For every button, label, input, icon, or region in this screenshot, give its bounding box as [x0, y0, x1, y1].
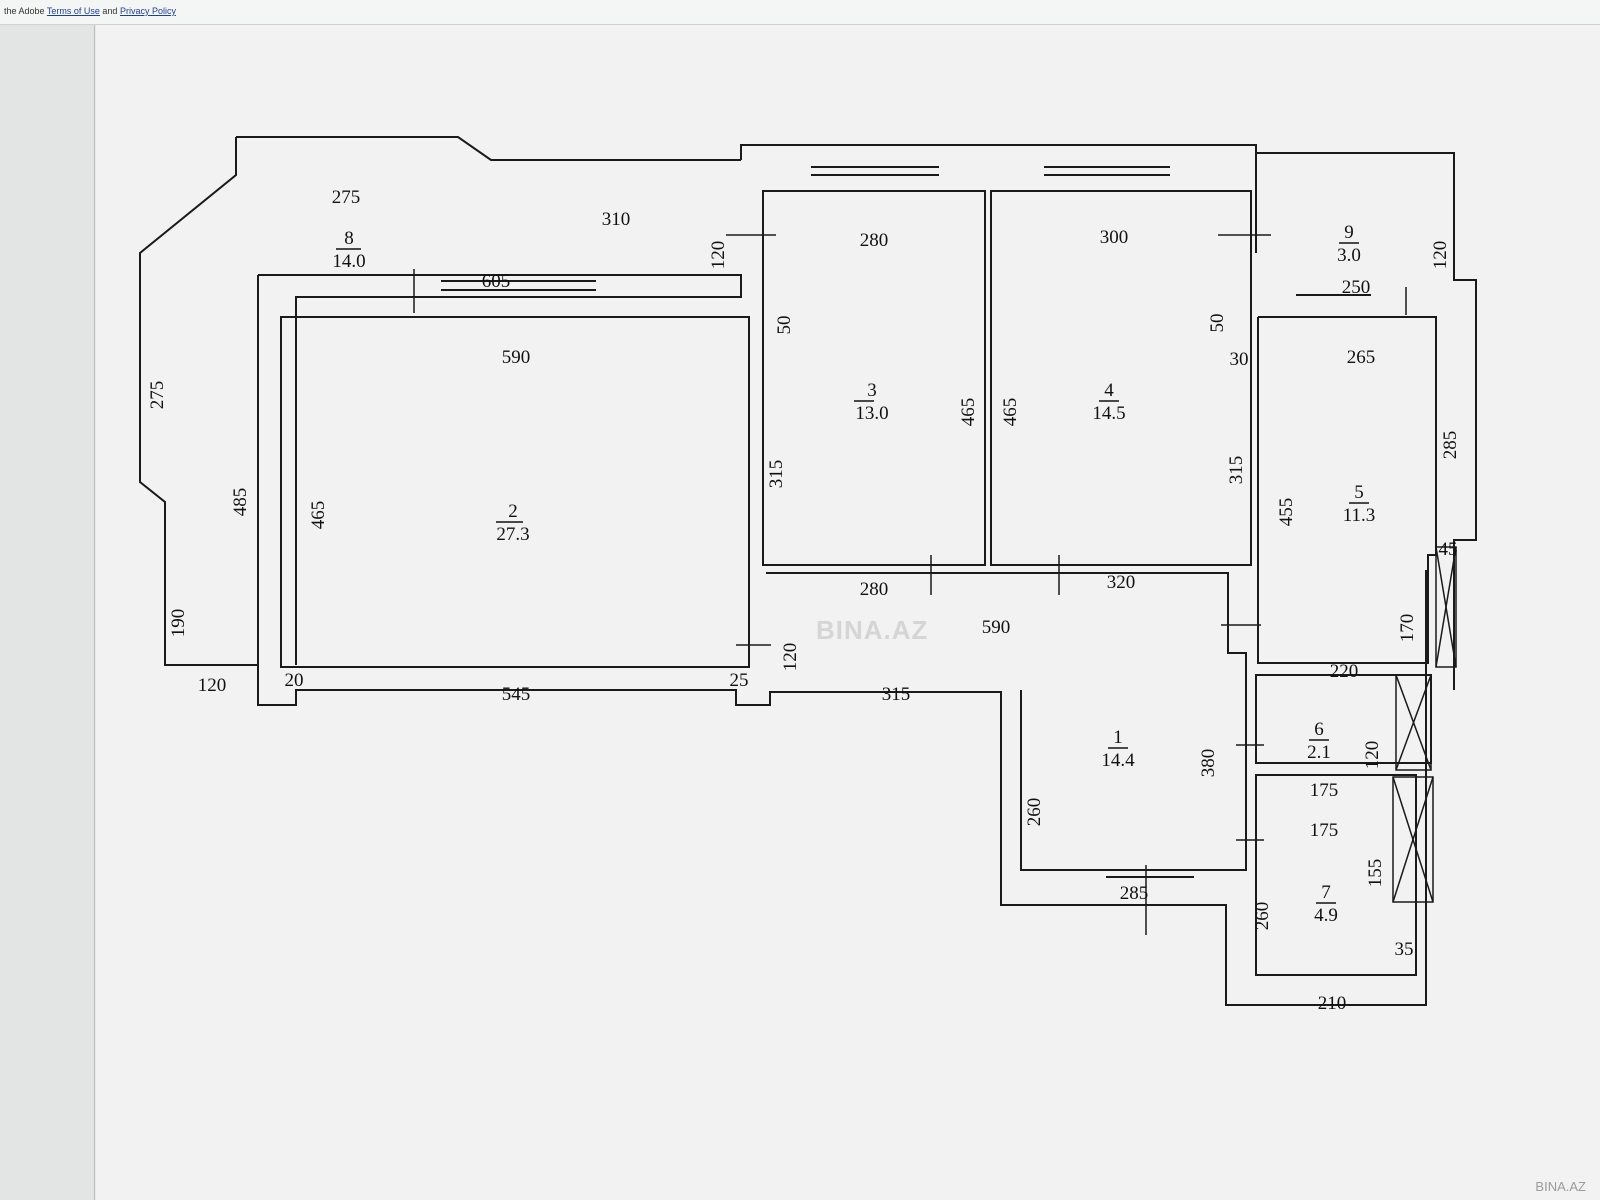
room-4-area: 14.5 [1092, 403, 1125, 424]
dimension-label: 50 [1207, 314, 1228, 333]
balcony-8-top [236, 136, 741, 161]
shafts [1392, 546, 1457, 903]
room-5-number: 5 [1354, 482, 1364, 503]
room-3-area: 13.0 [855, 403, 888, 424]
terms-of-use-link[interactable]: Terms of Use [46, 6, 100, 16]
dimension-label: 190 [168, 609, 189, 638]
dimension-label: 455 [1276, 498, 1297, 527]
dimension-label: 280 [860, 230, 889, 251]
notice-prefix: the Adobe [4, 6, 45, 16]
dimension-label: 45 [1439, 539, 1458, 560]
room-labels: 1 14.4 2 27.3 3 13.0 4 14.5 5 11.3 6 2.1… [332, 222, 1375, 926]
dimension-label: 285 [1440, 431, 1461, 460]
room-1-number: 1 [1113, 727, 1123, 748]
dimension-label: 170 [1397, 614, 1418, 643]
dimension-label: 265 [1347, 347, 1376, 368]
dimension-label: 465 [1000, 398, 1021, 427]
room-2-top [258, 274, 742, 665]
dimension-label: 315 [766, 460, 787, 489]
dimension-label: 120 [780, 643, 801, 672]
dimension-label: 210 [1318, 993, 1347, 1014]
room-2-area: 27.3 [496, 524, 529, 545]
room-9-area: 3.0 [1337, 245, 1361, 266]
dimension-label: 590 [982, 617, 1011, 638]
dimension-labels: 275 310 605 120 280 300 120 250 275 590 … [147, 187, 1461, 1014]
dimension-label: 175 [1310, 780, 1339, 801]
room-5 [1257, 316, 1437, 664]
corner-watermark: BINA.AZ [1535, 1179, 1586, 1194]
dimension-label: 120 [708, 241, 729, 270]
room-8-area: 14.0 [332, 251, 365, 272]
dimension-label: 35 [1395, 939, 1414, 960]
dimension-label: 120 [1362, 741, 1383, 770]
dimension-label: 120 [198, 675, 227, 696]
dimension-label: 590 [502, 347, 531, 368]
dimension-label: 260 [1252, 902, 1273, 931]
privacy-policy-link[interactable]: Privacy Policy [119, 6, 176, 16]
dimension-label: 30 [1230, 349, 1249, 370]
room-3 [762, 190, 986, 566]
hall-1 [766, 572, 1247, 871]
door-marks [413, 234, 1407, 935]
center-watermark: BINA.AZ [816, 615, 929, 645]
floor-plan-drawing: 1 14.4 2 27.3 3 13.0 4 14.5 5 11.3 6 2.1… [139, 136, 1477, 1014]
dimension-label: 25 [730, 670, 749, 691]
shaft-3 [1392, 776, 1434, 903]
room-4-number: 4 [1104, 380, 1114, 401]
floor-plan-sheet: 1 14.4 2 27.3 3 13.0 4 14.5 5 11.3 6 2.1… [96, 25, 1600, 1200]
dimension-label: 315 [882, 684, 911, 705]
shaft-2-y [1395, 674, 1432, 771]
dimension-label: 250 [1342, 277, 1371, 298]
dimension-label: 155 [1365, 859, 1386, 888]
dimension-label: 20 [285, 670, 304, 691]
dimension-label: 485 [230, 488, 251, 517]
room-6 [1255, 674, 1432, 764]
room-2-outer [257, 275, 1427, 1006]
room-label-bars [336, 242, 1369, 904]
dimension-label: 175 [1310, 820, 1339, 841]
terms-notice: the Adobe Terms of Use and Privacy Polic… [4, 6, 176, 16]
room-7-area: 4.9 [1314, 905, 1338, 926]
shaft-3-y [1392, 776, 1434, 903]
dimension-label: 285 [1120, 883, 1149, 904]
room-7-number: 7 [1321, 882, 1331, 903]
dimension-label: 605 [482, 271, 511, 292]
dimension-label: 275 [332, 187, 361, 208]
dimension-label: 315 [1226, 456, 1247, 485]
room-6-number: 6 [1314, 719, 1324, 740]
dimension-label: 465 [958, 398, 979, 427]
dimension-label: 380 [1198, 749, 1219, 778]
dimension-label: 280 [860, 579, 889, 600]
top-browser-strip: the Adobe Terms of Use and Privacy Polic… [0, 0, 1600, 25]
room-2-inner [280, 316, 750, 668]
dimension-label: 320 [1107, 572, 1136, 593]
dimension-label: 120 [1430, 241, 1451, 270]
room-4 [990, 190, 1252, 566]
dimension-label: 50 [774, 316, 795, 335]
room-3-number: 3 [867, 380, 877, 401]
dimension-label: 300 [1100, 227, 1129, 248]
shaft-1 [1435, 546, 1457, 668]
shaft-2 [1395, 674, 1432, 771]
dimension-label: 545 [502, 684, 531, 705]
notice-and: and [102, 6, 118, 16]
room-7 [1255, 774, 1417, 976]
dimension-label: 275 [147, 381, 168, 410]
left-margin-panel [0, 25, 95, 1200]
balcony-8-outline [139, 137, 258, 666]
room-5-area: 11.3 [1343, 505, 1376, 526]
dimension-label: 220 [1330, 661, 1359, 682]
north-wall [740, 144, 1477, 690]
room-8-number: 8 [344, 228, 354, 249]
room-6-area: 2.1 [1307, 742, 1331, 763]
shaft-1-y [1435, 546, 1457, 668]
room-2-number: 2 [508, 501, 518, 522]
dimension-label: 310 [602, 209, 631, 230]
plan-walls [139, 136, 1477, 1006]
dimension-label: 260 [1024, 798, 1045, 827]
room-9-number: 9 [1344, 222, 1354, 243]
room-1-area: 14.4 [1101, 750, 1135, 771]
dimension-label: 465 [308, 501, 329, 530]
